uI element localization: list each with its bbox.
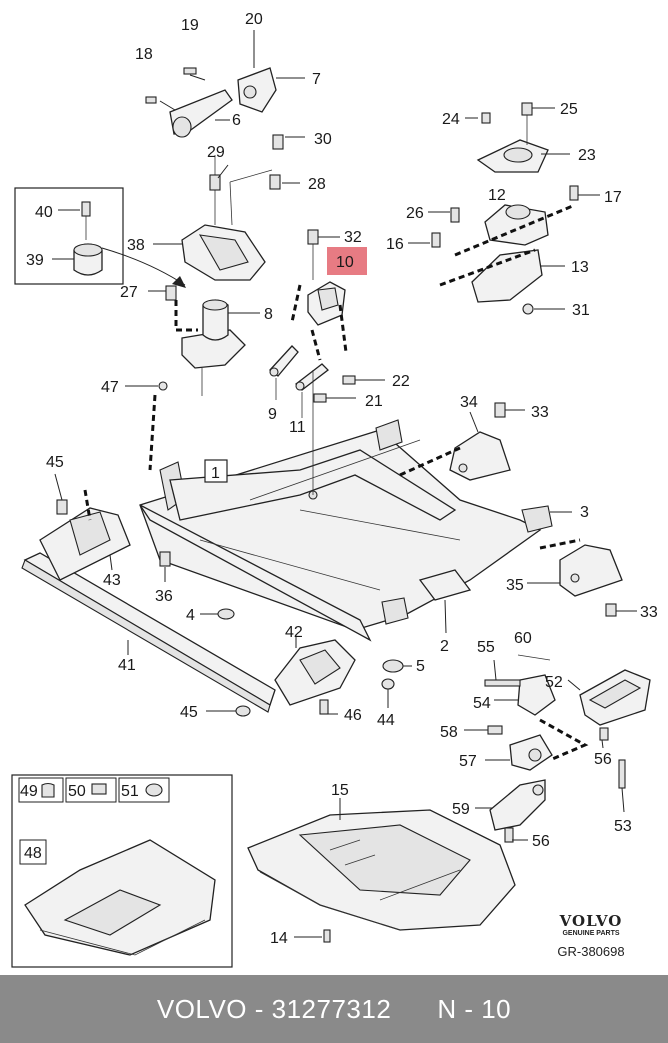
callout-38: 38	[127, 237, 145, 254]
parts-diagram: 20 19 18 7 6 30 29 28 40 38 39 27 8 32 1…	[11, 11, 658, 968]
callout-45-bottom: 45	[180, 704, 198, 721]
callout-53: 53	[614, 818, 632, 835]
callout-55: 55	[477, 639, 495, 656]
callout-33-top: 33	[531, 404, 549, 421]
brackets-34-35	[399, 402, 637, 617]
callout-18: 18	[135, 46, 153, 63]
callout-22: 22	[392, 373, 410, 390]
beam-41	[21, 394, 356, 713]
part-10-mount	[290, 229, 348, 361]
callout-25: 25	[560, 101, 578, 118]
callout-45-left: 45	[46, 454, 64, 471]
callout-29: 29	[207, 144, 225, 161]
callout-6: 6	[232, 112, 241, 129]
brand-name: VOLVO	[559, 912, 623, 930]
callout-41: 41	[118, 657, 136, 674]
callout-10-highlight	[327, 247, 367, 275]
brackets-9-11	[269, 345, 385, 418]
subframe-1	[139, 370, 572, 642]
callout-24: 24	[442, 111, 460, 128]
callout-26: 26	[406, 205, 424, 222]
callout-36: 36	[155, 588, 173, 605]
undertray-15	[247, 798, 516, 943]
callout-9: 9	[268, 406, 277, 423]
callout-30: 30	[314, 131, 332, 148]
callout-39: 39	[26, 252, 44, 269]
callout-7: 7	[312, 71, 321, 88]
brand-tagline: GENUINE PARTS	[562, 930, 620, 937]
callout-4: 4	[186, 607, 195, 624]
callout-60: 60	[514, 630, 532, 647]
callout-33-bottom: 33	[640, 604, 658, 621]
footer-position: N - 10	[437, 993, 512, 1024]
callout-12: 12	[488, 187, 506, 204]
diagram-code: GR-380698	[557, 944, 625, 959]
callout-16: 16	[386, 236, 404, 253]
inset-box-39-40	[14, 187, 124, 285]
callout-47: 47	[101, 379, 119, 396]
callout-32: 32	[344, 229, 362, 246]
callout-23: 23	[578, 147, 596, 164]
callout-58: 58	[440, 724, 458, 741]
callout-28: 28	[308, 176, 326, 193]
callout-1: 1	[211, 465, 220, 482]
callout-labels: 20 19 18 7 6 30 29 28 40 38 39 27 8 32 1…	[20, 11, 658, 947]
callout-43: 43	[103, 572, 121, 589]
inset-box-48	[11, 774, 233, 968]
callout-14: 14	[270, 930, 288, 947]
callout-44: 44	[377, 712, 395, 729]
callout-31: 31	[572, 302, 590, 319]
callout-35: 35	[506, 577, 524, 594]
callout-13: 13	[571, 259, 589, 276]
callout-27: 27	[120, 284, 138, 301]
callout-51: 51	[121, 783, 139, 800]
callout-21: 21	[365, 393, 383, 410]
callout-49: 49	[20, 783, 38, 800]
callout-20: 20	[245, 11, 263, 28]
engine-mount-38	[153, 134, 305, 281]
callout-10: 10	[336, 254, 354, 271]
callout-5: 5	[416, 658, 425, 675]
callout-56-bottom: 56	[532, 833, 550, 850]
callout-2: 2	[440, 638, 449, 655]
callout-54: 54	[473, 695, 491, 712]
callout-50: 50	[68, 783, 86, 800]
callout-42: 42	[285, 624, 303, 641]
callout-17: 17	[604, 189, 622, 206]
callout-46: 46	[344, 707, 362, 724]
right-mount-12-13	[408, 102, 600, 315]
footer-bar: VOLVO - 31277312 N - 10	[0, 975, 668, 1043]
callout-19: 19	[181, 17, 199, 34]
fasteners	[54, 381, 412, 717]
callout-40: 40	[35, 204, 53, 221]
volvo-brand-block: VOLVO GENUINE PARTS GR-380698	[536, 912, 646, 959]
callout-11: 11	[289, 419, 306, 436]
callout-57: 57	[459, 753, 477, 770]
callout-56-top: 56	[594, 751, 612, 768]
footer-part-number: VOLVO - 31277312	[156, 993, 392, 1024]
engine-mount-8	[148, 285, 260, 396]
callout-8: 8	[264, 306, 273, 323]
callout-15: 15	[331, 782, 349, 799]
callout-59: 59	[452, 801, 470, 818]
torque-rod-6	[145, 30, 305, 138]
callout-48: 48	[24, 845, 42, 862]
callout-52: 52	[545, 674, 563, 691]
callout-34: 34	[460, 394, 478, 411]
callout-3: 3	[580, 504, 589, 521]
parts-52-60	[464, 654, 651, 843]
